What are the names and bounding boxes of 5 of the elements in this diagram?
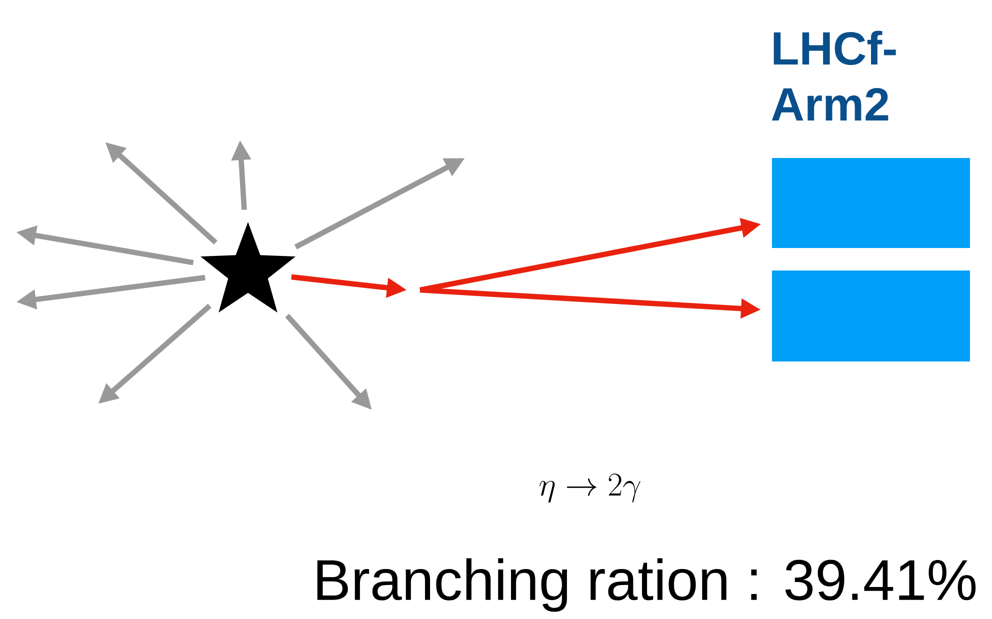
detector-box: [772, 158, 970, 248]
star-symbol: [200, 222, 296, 312]
decay-formula: $\eta \rightarrow 2\gamma$: [540, 474, 640, 503]
branching-ratio-text: Branching ration : 39.41%: [317, 558, 976, 612]
detector-box: [772, 270, 970, 362]
